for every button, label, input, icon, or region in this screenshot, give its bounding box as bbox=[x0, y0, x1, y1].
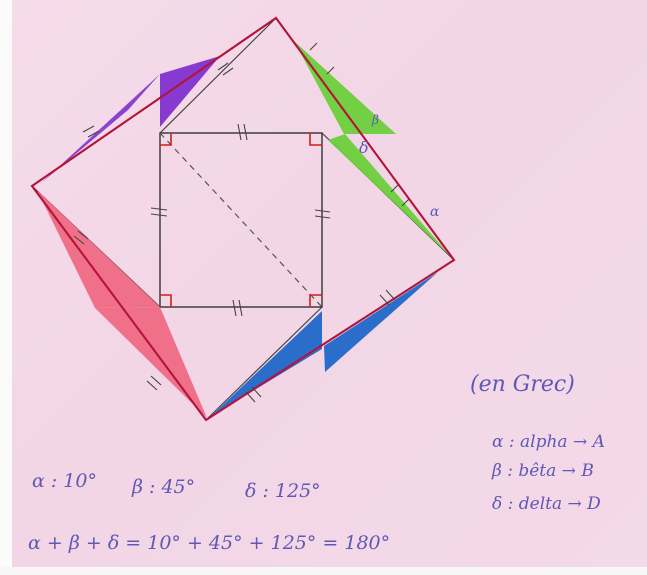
purple-wedge-left bbox=[40, 74, 160, 184]
outer-square bbox=[30, 16, 456, 422]
green-alpha-label: α bbox=[430, 204, 440, 220]
alpha-legend: α : alpha → A bbox=[492, 432, 605, 452]
green-wedge-upper bbox=[294, 41, 396, 134]
right-angle-bottom-left bbox=[160, 294, 172, 307]
paper-bottom-edge bbox=[0, 567, 647, 575]
delta-legend: δ : delta → D bbox=[492, 494, 601, 514]
purple-wedge-top bbox=[160, 56, 220, 127]
right-angle-top-left bbox=[160, 134, 172, 146]
right-angle-top-right bbox=[309, 133, 322, 146]
delta-value: δ : 125° bbox=[245, 480, 321, 502]
en-grec-note: (en Grec) bbox=[470, 372, 575, 397]
green-delta-label: δ bbox=[359, 138, 369, 157]
tick-marks bbox=[73, 42, 410, 403]
outer-red-outline bbox=[30, 16, 456, 422]
blue-wedge-left bbox=[210, 311, 322, 417]
blue-wedge-right bbox=[324, 272, 438, 372]
pink-wedge-lower bbox=[95, 307, 207, 418]
right-angle-bottom-right bbox=[309, 294, 322, 307]
paper-left-edge bbox=[0, 0, 12, 575]
pink-wedge-upper bbox=[37, 190, 160, 308]
sum-equation: α + β + δ = 10° + 45° + 125° = 180° bbox=[28, 532, 391, 554]
construction-line-top bbox=[159, 17, 277, 134]
alpha-value: α : 10° bbox=[32, 470, 97, 492]
construction-line-bottom bbox=[205, 306, 323, 421]
beta-legend: β : bêta → B bbox=[492, 461, 594, 481]
beta-value: β : 45° bbox=[132, 476, 196, 498]
green-wedge-lower bbox=[328, 134, 452, 258]
green-beta-label: β bbox=[371, 113, 379, 127]
diagonal-line bbox=[159, 132, 323, 308]
inner-square bbox=[159, 132, 323, 308]
